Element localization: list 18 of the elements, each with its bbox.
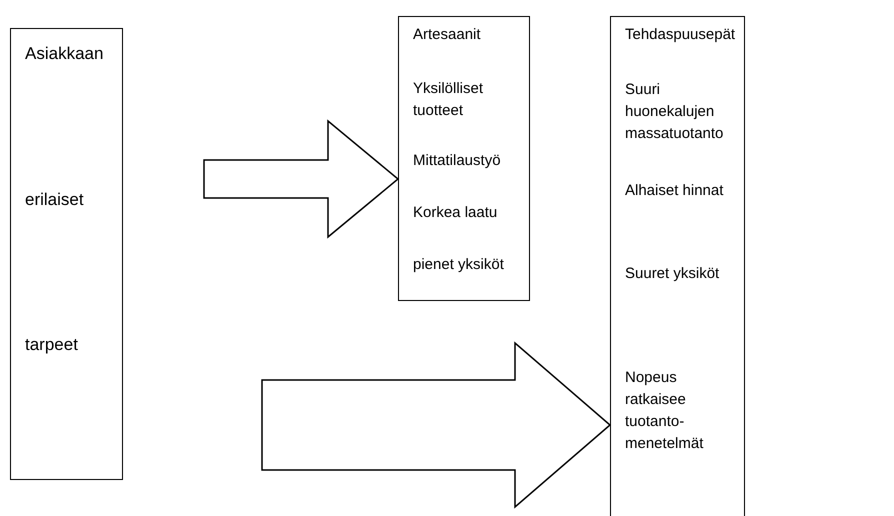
column-text: Asiakkaan — [25, 43, 104, 65]
column-text: pienet yksiköt — [413, 255, 505, 275]
column-text: erilaiset — [25, 189, 85, 211]
text-column-box — [10, 28, 123, 480]
block-arrow — [261, 341, 612, 509]
column-text: tarpeet — [25, 334, 79, 356]
column-text: Yksilölliset tuotteet — [413, 79, 484, 121]
column-text: Alhaiset hinnat — [625, 181, 724, 201]
column-text: Korkea laatu — [413, 203, 498, 223]
column-text: Tehdaspuusepät — [625, 25, 736, 45]
column-text: Mittatilaustyö — [413, 151, 502, 171]
block-arrow — [203, 119, 400, 239]
text-column-box — [610, 16, 745, 516]
column-text: Suuri huonekalujen massatuotanto — [625, 80, 724, 144]
text-column-box — [398, 16, 530, 301]
column-text: Nopeus ratkaisee tuotanto- menetelmät — [625, 368, 704, 454]
column-text: Suuret yksiköt — [625, 264, 720, 284]
column-text: Artesaanit — [413, 25, 482, 45]
